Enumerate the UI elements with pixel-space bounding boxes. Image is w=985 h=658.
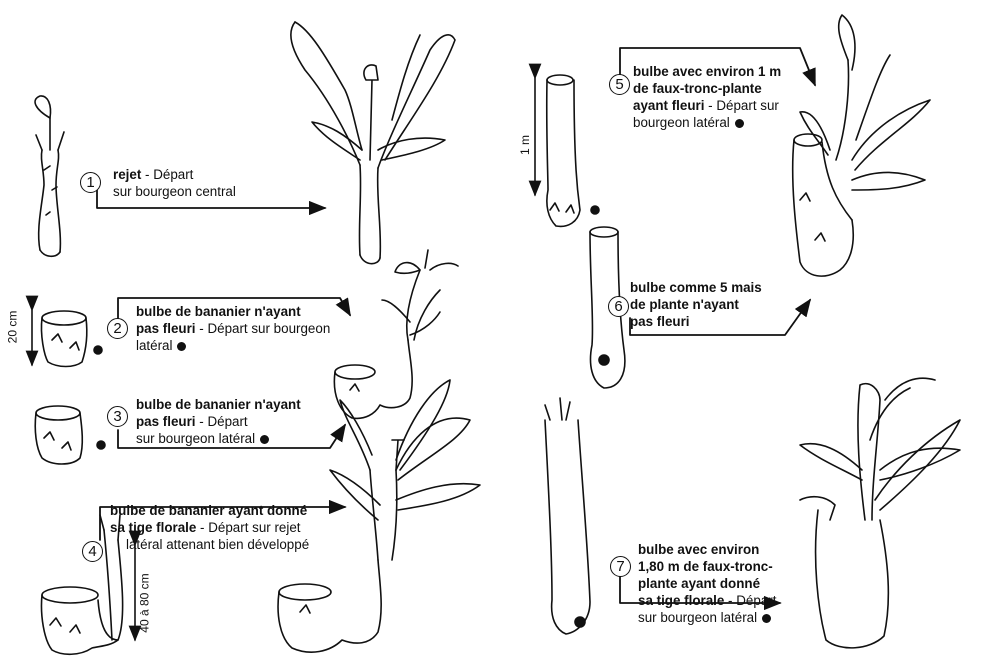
step-3-line3: sur bourgeon latéral: [136, 431, 255, 446]
plant-1-drawing: [291, 22, 455, 264]
trunk-5-drawing: [535, 75, 599, 226]
step-number-1: 1: [80, 172, 101, 193]
step-4-line2-rest: - Départ sur rejet: [196, 520, 300, 535]
step-7-line1: bulbe avec environ: [638, 542, 759, 557]
step-3-line2-rest: - Départ: [196, 414, 248, 429]
step-5-line1: bulbe avec environ 1 m: [633, 64, 781, 79]
step-7-line4-bold: sa tige florale: [638, 593, 724, 608]
step-3-bold: bulbe de bananier n'ayant: [136, 397, 301, 412]
step-6-line2: de plante n'ayant: [630, 297, 739, 312]
step-5-caption: bulbe avec environ 1 m de faux-tronc-pla…: [633, 63, 781, 131]
step-7-caption: bulbe avec environ 1,80 m de faux-tronc-…: [638, 541, 776, 626]
step-4-caption: bulbe de bananier ayant donné sa tige fl…: [110, 502, 309, 553]
step-6-caption: bulbe comme 5 mais de plante n'ayant pas…: [630, 279, 762, 330]
bud-dot-icon: [260, 435, 269, 444]
bud-dot-icon: [735, 119, 744, 128]
step-number-2: 2: [107, 318, 128, 339]
step-1-bold: rejet: [113, 167, 141, 182]
step-1-caption: rejet - Départ sur bourgeon central: [113, 166, 236, 200]
step-2-line2-rest: - Départ sur bourgeon: [196, 321, 331, 336]
plant-7-drawing: [800, 378, 960, 648]
step-number-7: 7: [610, 556, 631, 577]
plant-5-drawing: [793, 15, 930, 276]
step-number-4: 4: [82, 541, 103, 562]
step-7-line4-rest: - Départ: [724, 593, 776, 608]
bud-dot-icon: [762, 614, 771, 623]
step-1-rest: - Départ: [141, 167, 193, 182]
step-4-bold: bulbe de bananier ayant donné: [110, 503, 307, 518]
step-5-line2: de faux-tronc-plante: [633, 81, 762, 96]
dimension-40-80cm: 40 à 80 cm: [138, 573, 152, 632]
step-number-6: 6: [608, 296, 629, 317]
step-5-line3-bold: ayant fleuri: [633, 98, 704, 113]
step-4-line2-bold: sa tige florale: [110, 520, 196, 535]
step-6-line1: bulbe comme 5 mais: [630, 280, 762, 295]
step-number-5: 5: [609, 74, 630, 95]
step-5-line3-rest: - Départ sur: [704, 98, 778, 113]
plant-2-drawing: [334, 250, 458, 418]
step-7-line3: plante ayant donné: [638, 576, 760, 591]
dimension-1m: 1 m: [518, 135, 532, 155]
dimension-20cm: 20 cm: [5, 311, 19, 344]
step-4-line3: latéral attenant bien développé: [126, 537, 309, 552]
bud-dot-icon: [177, 342, 186, 351]
corm-2-drawing: [32, 310, 102, 367]
step-7-line2: 1,80 m de faux-tronc-: [638, 559, 773, 574]
step-2-line3: latéral: [136, 338, 172, 353]
corm-3-drawing: [35, 406, 105, 464]
sucker-rejet-drawing: [35, 96, 64, 256]
step-3-caption: bulbe de bananier n'ayant pas fleuri - D…: [136, 396, 301, 447]
step-5-line4: bourgeon latéral: [633, 115, 730, 130]
step-number-3: 3: [107, 406, 128, 427]
trunk-7-drawing: [545, 398, 590, 634]
step-2-caption: bulbe de bananier n'ayant pas fleuri - D…: [136, 303, 330, 354]
step-7-line5: sur bourgeon latéral: [638, 610, 757, 625]
step-2-bold: bulbe de bananier n'ayant: [136, 304, 301, 319]
step-2-line2-bold: pas fleuri: [136, 321, 196, 336]
step-6-line3: pas fleuri: [630, 314, 690, 329]
step-3-line2-bold: pas fleuri: [136, 414, 196, 429]
step-1-line2: sur bourgeon central: [113, 184, 236, 199]
